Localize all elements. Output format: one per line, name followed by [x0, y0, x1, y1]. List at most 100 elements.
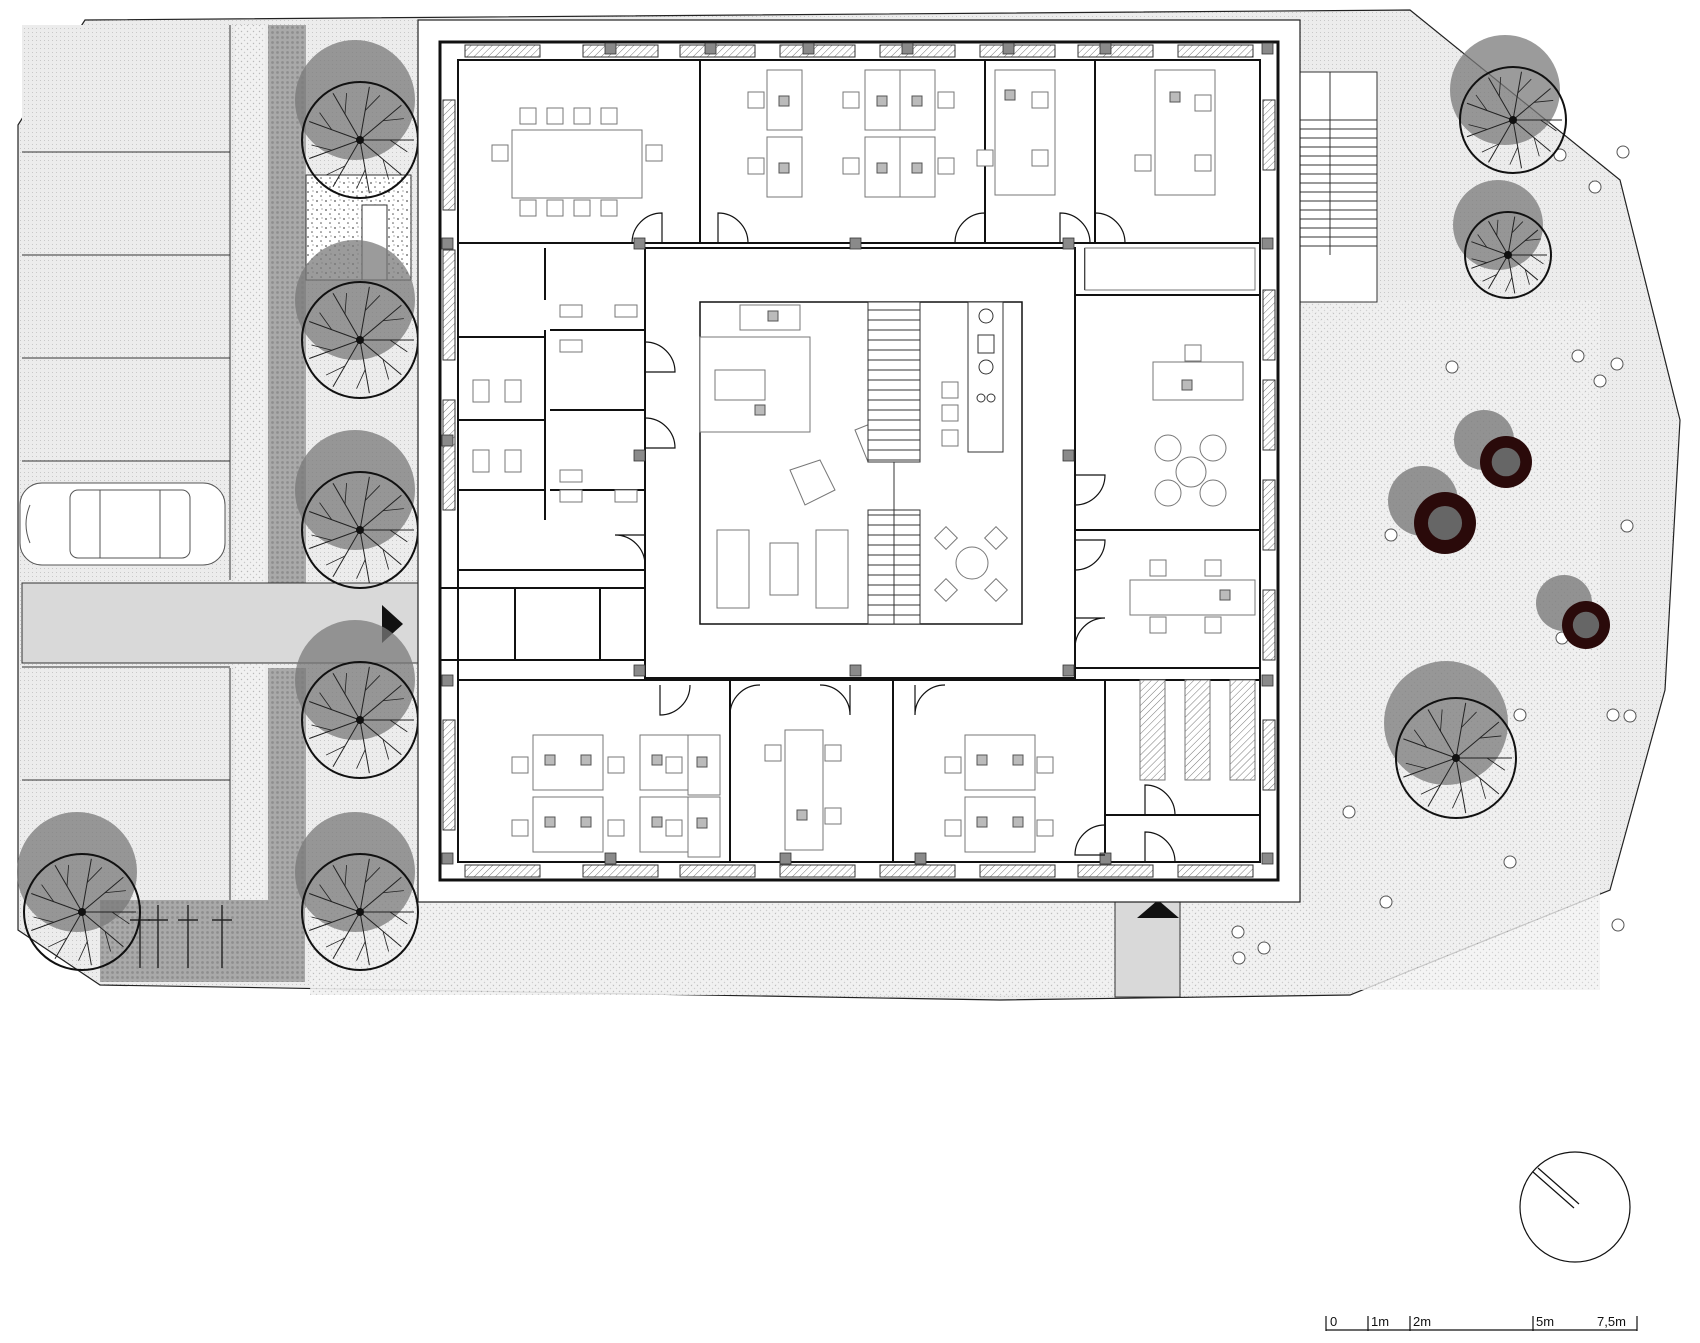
sofa	[815, 529, 849, 609]
tree-twig	[78, 941, 88, 961]
tree-twig	[1511, 221, 1524, 234]
tree-branch	[1488, 119, 1514, 163]
door-swing	[729, 684, 761, 716]
tree-branch	[1471, 241, 1509, 256]
east-paving	[1300, 300, 1600, 990]
column	[1261, 674, 1274, 687]
chair	[519, 199, 537, 217]
chair	[607, 819, 625, 837]
tree-shadow	[295, 40, 415, 160]
tree-twig	[1509, 146, 1519, 165]
scale-tick-2m: 2m	[1413, 1314, 1431, 1329]
chair	[933, 577, 959, 603]
sink	[559, 489, 583, 503]
tree-twig	[311, 534, 332, 541]
chair	[747, 157, 765, 175]
tree-twig	[1461, 711, 1477, 728]
column	[802, 42, 815, 55]
monitor	[876, 162, 888, 174]
tree-branch	[309, 719, 361, 739]
monitor	[696, 817, 708, 829]
tree-branch	[1512, 119, 1551, 152]
tree-twig	[1413, 729, 1428, 748]
columnar-tree	[1454, 410, 1532, 488]
door-swing	[614, 534, 646, 566]
tree-twig	[382, 549, 390, 570]
scale-bar: 0 1m 2m 5m 7,5m	[1325, 1314, 1638, 1331]
chair	[976, 149, 994, 167]
tree-canopy	[1464, 211, 1552, 299]
tree-branch	[359, 476, 370, 531]
window	[879, 44, 956, 58]
tree-twig	[1420, 784, 1441, 795]
tree-canopy	[23, 853, 141, 971]
tree-twig	[382, 118, 404, 122]
tree-core	[1572, 611, 1600, 639]
door-swing	[914, 684, 946, 716]
column	[633, 664, 646, 677]
chair	[937, 157, 955, 175]
tree-twig	[344, 93, 348, 115]
tree-branch	[1488, 77, 1514, 121]
chair	[1184, 344, 1202, 362]
tree-trunk	[356, 716, 364, 724]
tree	[295, 430, 419, 589]
monitor	[796, 809, 808, 821]
tree-twig	[382, 159, 390, 180]
tree-branch	[81, 911, 124, 948]
scale-tick-0: 0	[1330, 1314, 1337, 1329]
entrance-arrow-up-icon	[1137, 900, 1179, 918]
tree-branch	[1471, 254, 1509, 269]
chair	[944, 756, 962, 774]
tree-twig	[1482, 274, 1497, 282]
monitor	[911, 162, 923, 174]
chair	[1204, 559, 1222, 577]
parking-stalls	[22, 25, 231, 900]
tree-branch	[31, 893, 83, 913]
tree-shadow	[295, 240, 415, 360]
column	[1062, 237, 1075, 250]
tree-branch	[31, 911, 83, 931]
window	[582, 44, 659, 58]
scale-tick-7-5m: 7,5m	[1597, 1314, 1626, 1329]
desk	[964, 796, 1036, 853]
tree-twig	[1479, 777, 1486, 799]
tree-branch	[359, 719, 402, 756]
monitor	[544, 754, 556, 766]
monitor	[1012, 754, 1024, 766]
tree-twig	[325, 165, 346, 176]
tree-twig	[1475, 94, 1488, 111]
chair	[1154, 434, 1182, 462]
column	[1261, 852, 1274, 865]
columnar-tree	[1536, 575, 1610, 649]
column	[1099, 42, 1112, 55]
monitor	[778, 95, 790, 107]
sink	[559, 339, 583, 353]
sofa	[716, 529, 750, 609]
stone	[1384, 528, 1398, 542]
building	[417, 19, 1301, 903]
tree-branch	[359, 139, 370, 194]
tree-twig	[111, 911, 130, 925]
exterior-wall-inner	[457, 59, 1261, 863]
chair	[941, 429, 959, 447]
tree-twig	[1440, 709, 1443, 732]
monitor	[696, 756, 708, 768]
tree-twig	[389, 529, 408, 543]
toilet	[504, 379, 522, 403]
tree-branch	[359, 86, 370, 141]
tree-branch	[359, 104, 402, 141]
tree-branch	[81, 876, 124, 913]
chair	[1194, 94, 1212, 112]
chair	[519, 107, 537, 125]
toilet	[472, 379, 490, 403]
chair	[933, 525, 959, 551]
tree-twig	[1486, 757, 1506, 771]
desk	[1152, 361, 1244, 401]
tree-twig	[382, 508, 404, 512]
tree-trunk	[356, 336, 364, 344]
tree-twig	[1517, 78, 1532, 94]
tree-twig	[356, 941, 366, 961]
tree-twig	[104, 890, 126, 894]
monitor	[1004, 89, 1016, 101]
